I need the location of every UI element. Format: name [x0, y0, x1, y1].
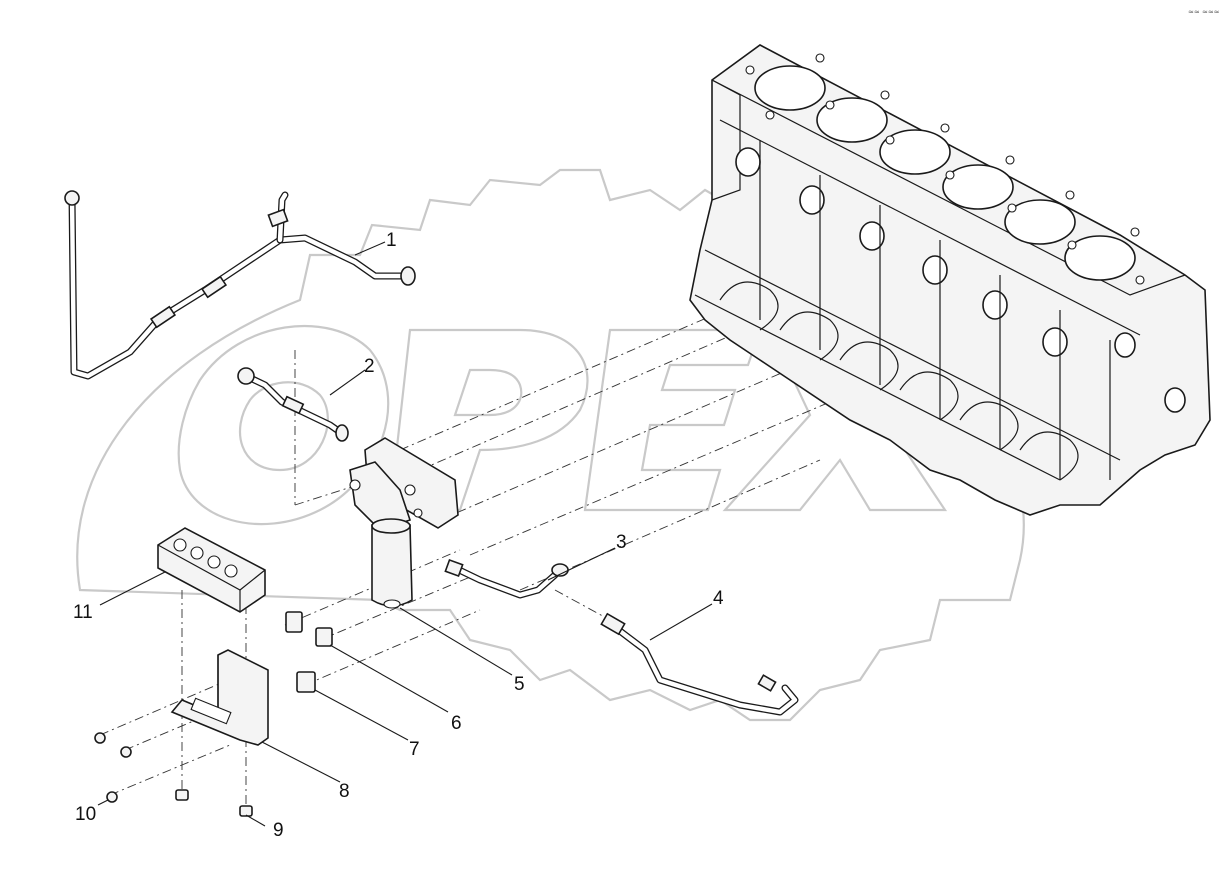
callout-10: 10 [75, 804, 96, 825]
fuel-pipe-3 [444, 558, 569, 599]
fuel-distributor-block [157, 527, 266, 613]
callout-7: 7 [409, 739, 420, 760]
bolts-10 [94, 732, 132, 803]
callout-4: 4 [713, 588, 724, 609]
corner-note: ≈≈ ≈≈≈ [1188, 8, 1219, 16]
callout-9: 9 [273, 820, 284, 841]
leader-lines [97, 241, 713, 827]
callout-11: 11 [73, 602, 93, 623]
callout-labels: 1 2 3 4 5 6 7 8 9 10 11 [73, 230, 724, 841]
bolts-9 [175, 789, 253, 817]
callout-5: 5 [514, 674, 525, 695]
engine-block [689, 44, 1211, 516]
fuel-filter-assembly [349, 437, 459, 609]
fitting-7 [296, 671, 316, 693]
callout-6: 6 [451, 713, 462, 734]
callout-2: 2 [364, 356, 375, 377]
callout-1: 1 [386, 230, 397, 251]
fuel-pipe-1 [64, 190, 416, 380]
mounting-bracket [170, 649, 269, 746]
fuel-pipe-4 [600, 612, 799, 716]
fuel-pipe-2 [237, 367, 349, 442]
fitting-6 [285, 611, 333, 647]
callout-8: 8 [339, 781, 350, 802]
callout-3: 3 [616, 532, 627, 553]
